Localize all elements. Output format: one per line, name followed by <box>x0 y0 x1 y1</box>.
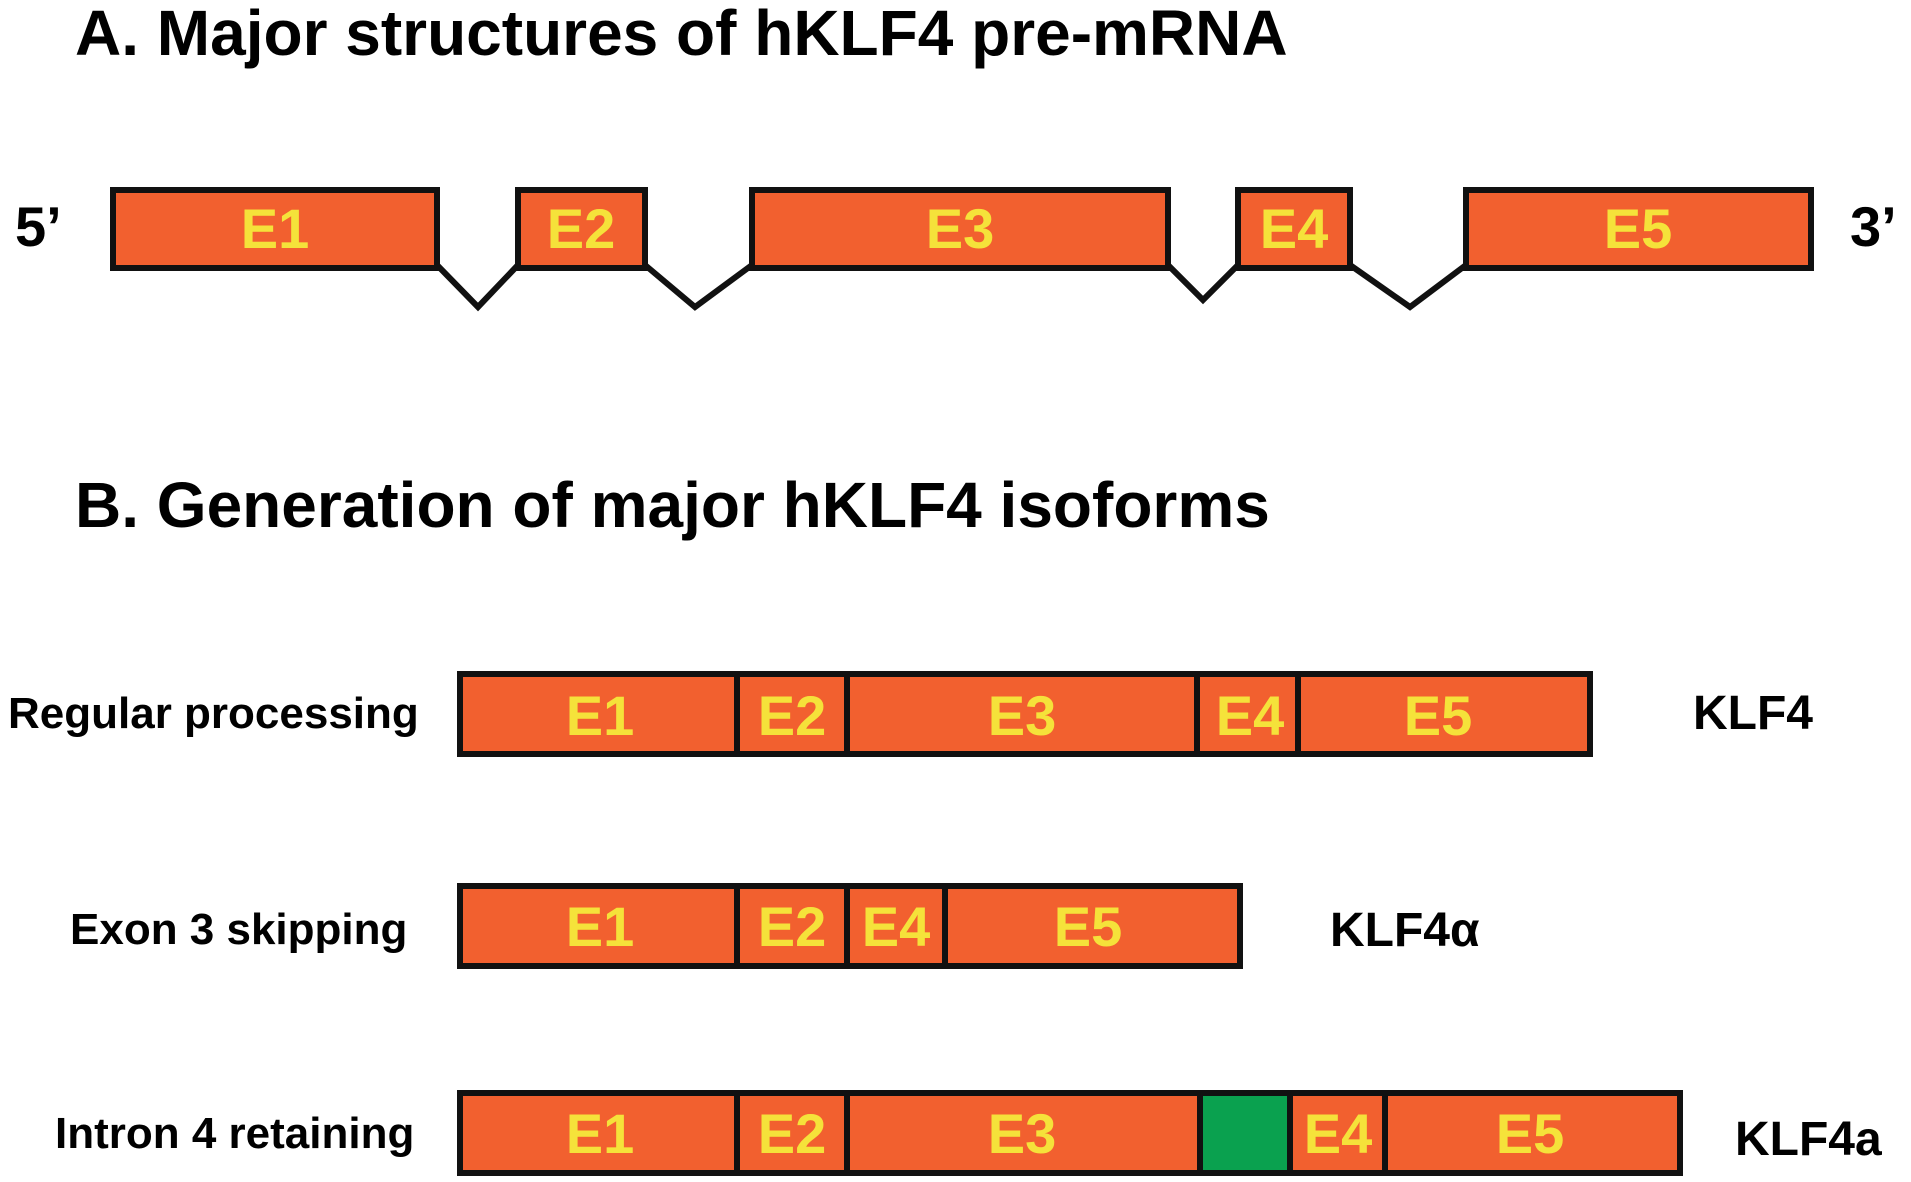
segment-label: E2 <box>758 684 827 747</box>
isoform-row-exon3-skipping: Exon 3 skipping E1 E2 E4 E5 KLF4α <box>70 883 1480 969</box>
segment-label: E5 <box>1054 895 1123 958</box>
segment-label: E2 <box>758 1102 827 1165</box>
exon-a-1: E1 <box>110 187 440 271</box>
segment-label: E2 <box>758 895 827 958</box>
exon-a-1-label: E1 <box>241 197 310 260</box>
isoform-name-klf4: KLF4 <box>1693 687 1813 740</box>
exon-a-4-label: E4 <box>1260 197 1329 260</box>
exon-a-2: E2 <box>515 187 648 271</box>
intron-connector-1 <box>434 262 521 312</box>
row-label-exon3-skipping: Exon 3 skipping <box>70 905 407 954</box>
exon-a-2-label: E2 <box>547 197 616 260</box>
exon-a-5: E5 <box>1463 187 1814 271</box>
segment-label: E4 <box>1304 1102 1373 1165</box>
segment-label: E3 <box>988 1102 1057 1165</box>
retained-intron-segment <box>1203 1096 1287 1170</box>
segment-label: E4 <box>862 895 931 958</box>
segment-label: E5 <box>1404 684 1473 747</box>
segment-label: E1 <box>566 895 635 958</box>
transcript-bar-intron4-retaining <box>457 1090 1683 1176</box>
segment-label: E1 <box>566 684 635 747</box>
isoform-row-regular: Regular processing E1 E2 E3 E4 E5 KLF4 <box>8 671 1813 757</box>
exon-a-4: E4 <box>1235 187 1353 271</box>
transcript-bar-regular <box>457 671 1593 757</box>
isoform-row-intron4-retaining: Intron 4 retaining E1 E2 E3 E4 E5 KLF4a <box>55 1090 1882 1176</box>
exon-a-5-label: E5 <box>1604 197 1673 260</box>
segment-label: E1 <box>566 1102 635 1165</box>
segment-label: E5 <box>1496 1102 1565 1165</box>
row-label-regular: Regular processing <box>8 689 419 738</box>
exon-a-3-label: E3 <box>926 197 995 260</box>
intron-connector-3 <box>1165 262 1241 305</box>
exon-a-3: E3 <box>749 187 1171 271</box>
panel-a-title: A. Major structures of hKLF4 pre-mRNA <box>75 0 1288 69</box>
isoform-name-klf4a: KLF4a <box>1735 1113 1882 1166</box>
intron-connector-4 <box>1348 262 1468 311</box>
intron-connector-2 <box>643 262 754 311</box>
isoform-name-klf4-alpha: KLF4α <box>1330 904 1480 957</box>
panel-b-title: B. Generation of major hKLF4 isoforms <box>75 469 1270 541</box>
segment-label: E3 <box>988 684 1057 747</box>
segment-label: E4 <box>1216 684 1285 747</box>
five-prime-label: 5’ <box>15 195 62 258</box>
three-prime-label: 3’ <box>1850 195 1897 258</box>
row-label-intron4-retaining: Intron 4 retaining <box>55 1109 414 1158</box>
pre-mrna-structure: E1 E2 E3 E4 E5 <box>110 187 1814 312</box>
